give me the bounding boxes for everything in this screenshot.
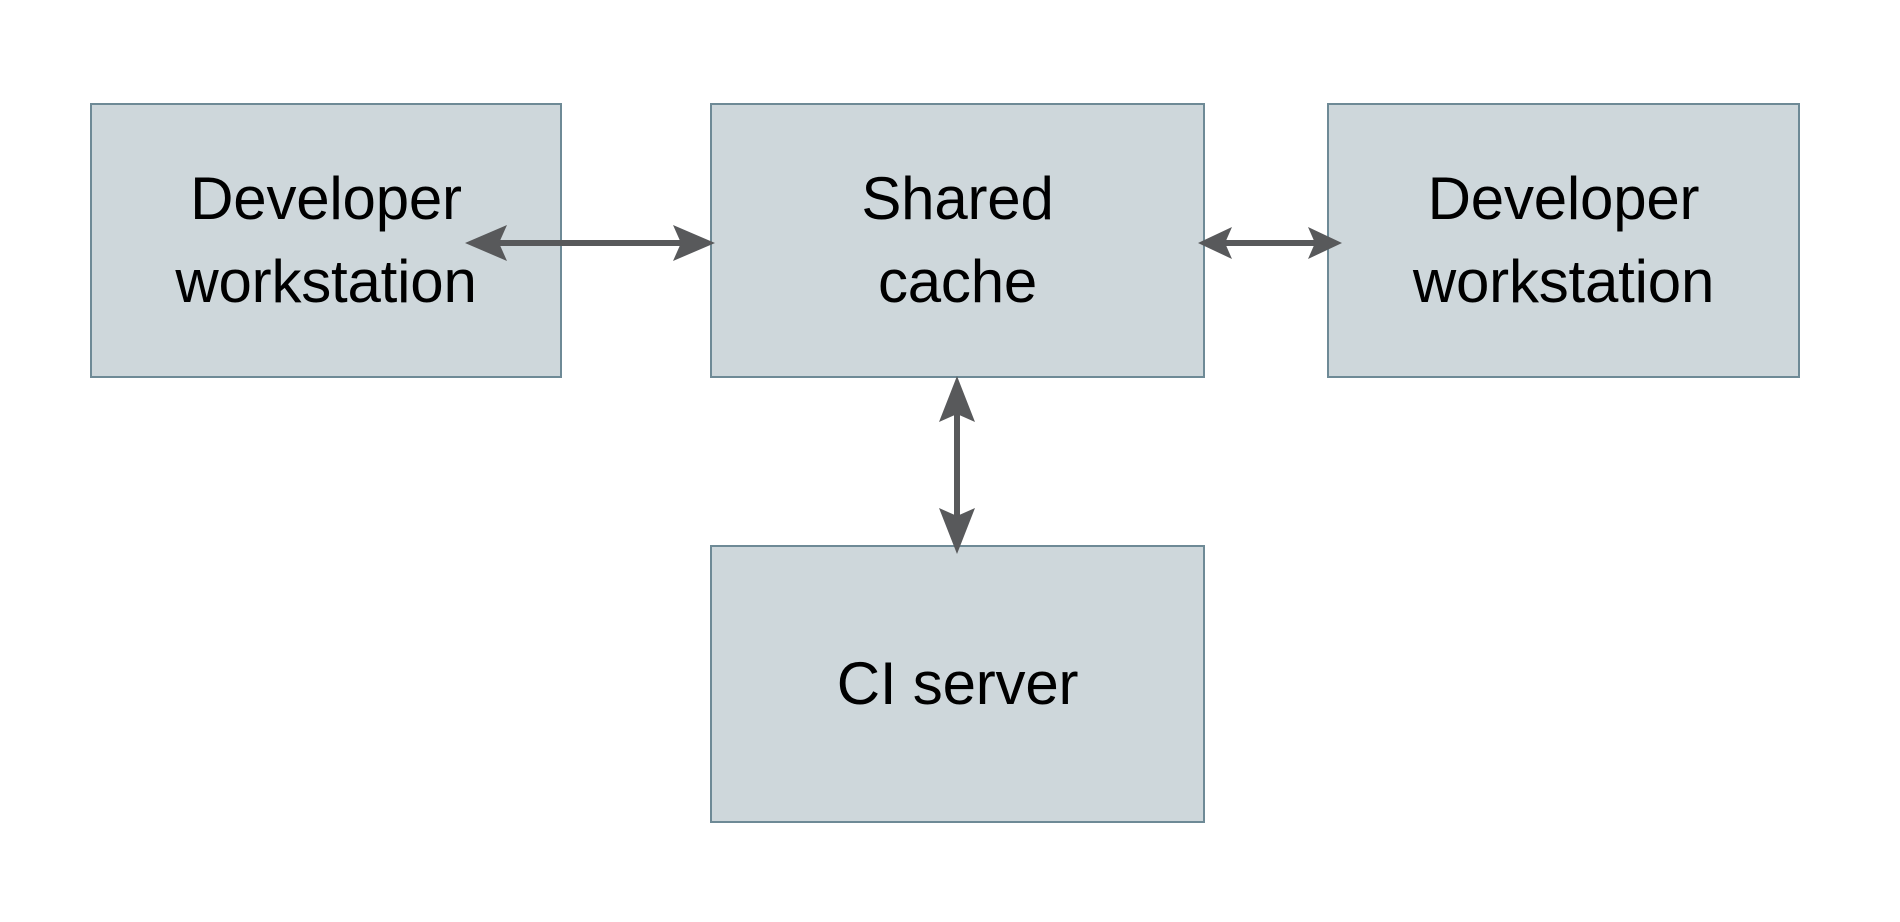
node-ci-server[interactable]: CI server xyxy=(710,545,1205,823)
node-label: Developer workstation xyxy=(1412,164,1715,315)
node-label: Shared cache xyxy=(861,164,1054,315)
edge-shared-cache-to-ci-server xyxy=(939,376,975,554)
node-shared-cache[interactable]: Shared cache xyxy=(710,103,1205,378)
double-arrow-icon xyxy=(1198,227,1342,259)
node-developer-workstation-right[interactable]: Developer workstation xyxy=(1327,103,1800,378)
edge-shared-cache-to-developer-right xyxy=(1198,227,1342,259)
double-arrow-icon xyxy=(939,376,975,554)
node-label: Developer workstation xyxy=(175,164,477,315)
node-label: CI server xyxy=(836,649,1079,717)
node-developer-workstation-left[interactable]: Developer workstation xyxy=(90,103,562,378)
